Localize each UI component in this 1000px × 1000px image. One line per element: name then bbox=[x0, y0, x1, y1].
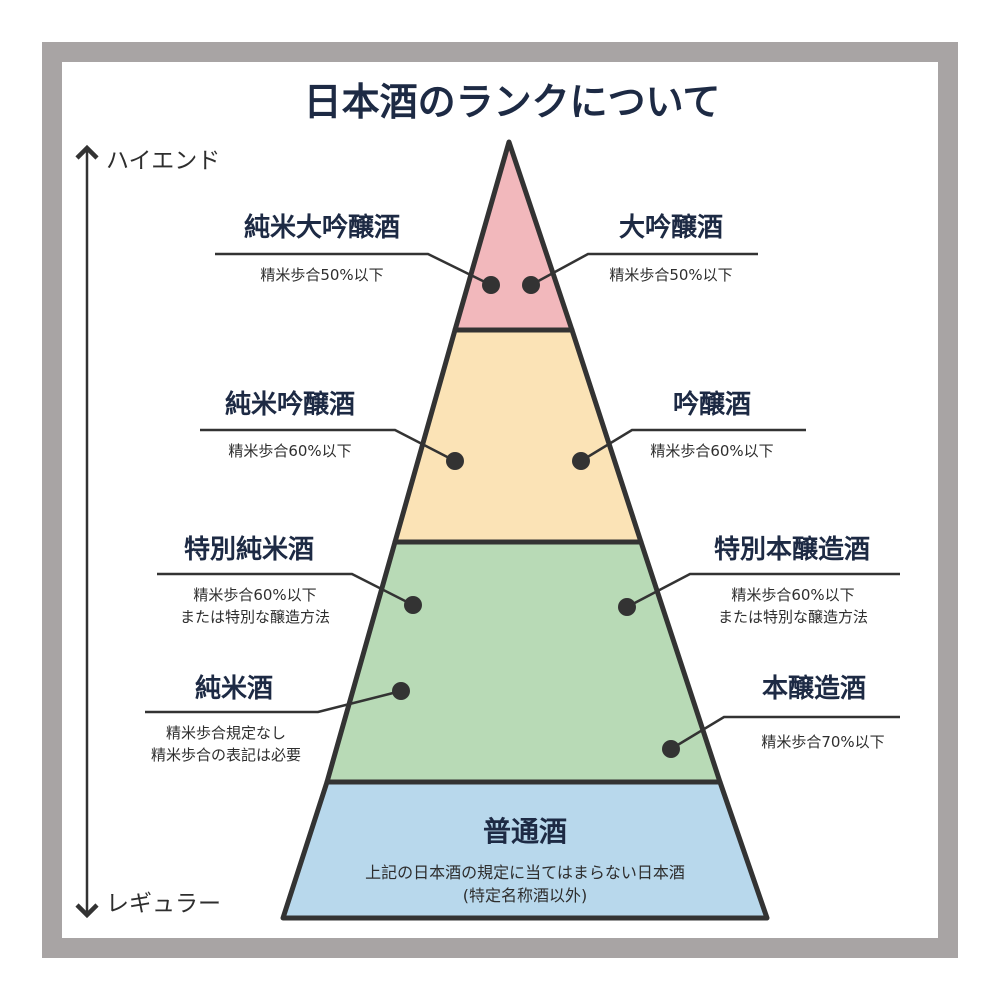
leader-dot bbox=[392, 682, 410, 700]
grade-name: 本醸造酒 bbox=[762, 674, 866, 704]
grade-desc-line2: または特別な醸造方法 bbox=[180, 608, 330, 626]
leader-line bbox=[200, 428, 456, 463]
grade-desc-line1: 上記の日本酒の規定に当てはまらない日本酒 bbox=[365, 863, 685, 882]
axis-bottom-label: レギュラー bbox=[106, 891, 221, 917]
grade-name: 大吟醸酒 bbox=[619, 212, 723, 243]
page-title: 日本酒のランクについて bbox=[304, 80, 721, 124]
grade-desc: 精米歩合50%以下 bbox=[609, 266, 732, 284]
leader-dot bbox=[572, 452, 590, 470]
tier-ginjo bbox=[392, 327, 644, 545]
grade-name: 普通酒 bbox=[483, 815, 567, 848]
grade-name: 特別純米酒 bbox=[184, 534, 314, 565]
grade-futsushu: 普通酒 上記の日本酒の規定に当てはまらない日本酒 (特定名称酒以外) bbox=[365, 815, 685, 905]
grade-junmai-daiginjo: 純米大吟醸酒 精米歩合50%以下 bbox=[215, 212, 500, 294]
grade-name: 純米吟醸酒 bbox=[225, 389, 355, 420]
leader-dot bbox=[662, 740, 680, 758]
grade-name: 吟醸酒 bbox=[673, 389, 751, 420]
leader-line bbox=[626, 572, 900, 609]
leader-line bbox=[145, 689, 402, 714]
grade-honjozo: 本醸造酒 精米歩合70%以下 bbox=[662, 674, 900, 758]
leader-line bbox=[580, 428, 806, 463]
leader-dot bbox=[618, 598, 636, 616]
leader-dot bbox=[522, 276, 540, 294]
grade-name: 純米大吟醸酒 bbox=[244, 212, 400, 243]
leader-dot bbox=[404, 596, 422, 614]
leader-line bbox=[215, 252, 492, 287]
grade-junmai: 純米酒 精米歩合規定なし 精米歩合の表記は必要 bbox=[145, 673, 410, 764]
grade-junmai-ginjo: 純米吟醸酒 精米歩合60%以下 bbox=[200, 389, 464, 470]
grade-tokubetsu-honjozo: 特別本醸造酒 精米歩合60%以下 または特別な醸造方法 bbox=[618, 534, 900, 626]
grade-daiginjo: 大吟醸酒 精米歩合50%以下 bbox=[522, 212, 758, 294]
grade-desc-line2: (特定名称酒以外) bbox=[463, 886, 588, 905]
tier-top bbox=[452, 139, 575, 333]
grade-desc-line2: または特別な醸造方法 bbox=[718, 608, 868, 626]
grade-desc: 精米歩合50%以下 bbox=[260, 266, 383, 284]
leader-line bbox=[670, 715, 900, 751]
grade-tokubetsu-junmai: 特別純米酒 精米歩合60%以下 または特別な醸造方法 bbox=[157, 534, 422, 626]
axis-top-label: ハイエンド bbox=[106, 148, 220, 174]
grade-name: 特別本醸造酒 bbox=[714, 534, 870, 565]
leader-line bbox=[530, 252, 758, 287]
grade-desc-line1: 精米歩合規定なし bbox=[166, 724, 286, 742]
grade-desc-line2: 精米歩合の表記は必要 bbox=[151, 746, 301, 764]
leader-line bbox=[157, 572, 414, 607]
tier-futsushu bbox=[280, 779, 770, 921]
grade-desc: 精米歩合70%以下 bbox=[761, 733, 884, 751]
grade-name: 純米酒 bbox=[195, 673, 273, 704]
grade-ginjo: 吟醸酒 精米歩合60%以下 bbox=[572, 389, 806, 470]
grade-desc: 精米歩合60%以下 bbox=[650, 442, 773, 460]
leader-dot bbox=[446, 452, 464, 470]
leader-dot bbox=[482, 276, 500, 294]
tier-junmai bbox=[324, 539, 723, 785]
grade-desc-line1: 精米歩合60%以下 bbox=[193, 586, 316, 604]
grade-desc: 精米歩合60%以下 bbox=[228, 442, 351, 460]
grade-desc-line1: 精米歩合60%以下 bbox=[731, 586, 854, 604]
